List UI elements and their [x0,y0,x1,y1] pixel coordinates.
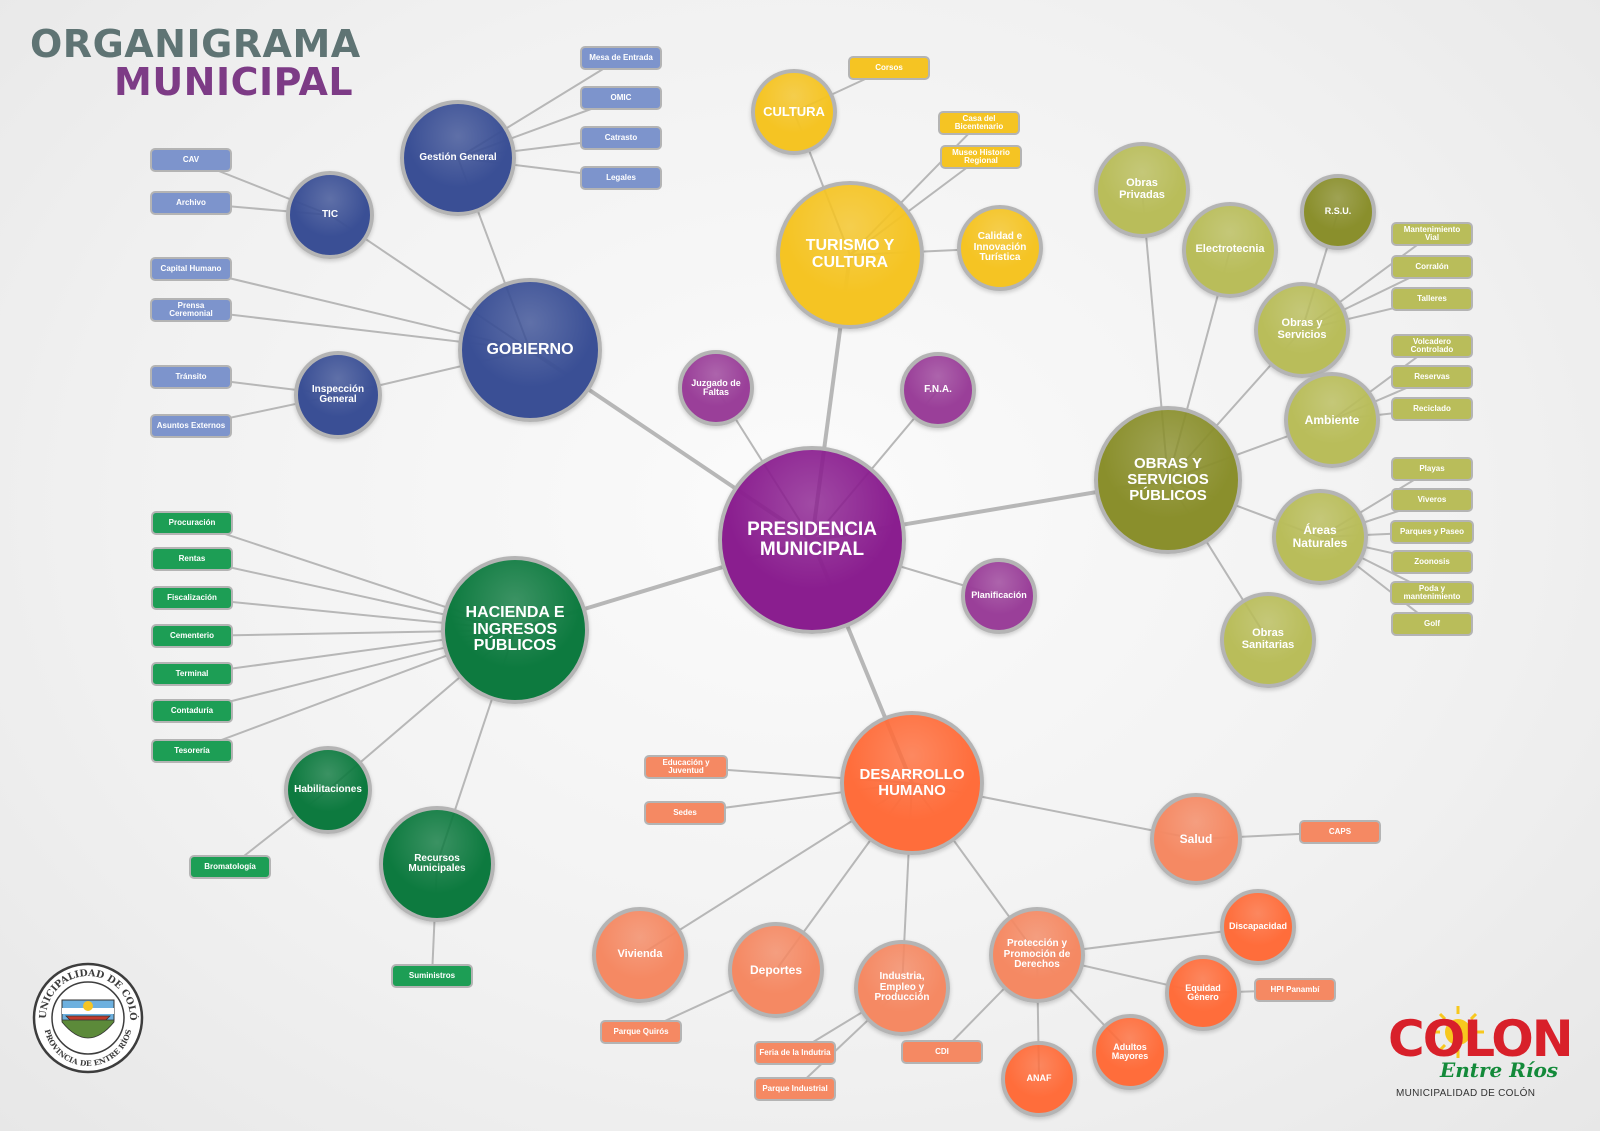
pill-gob-transito: Tránsito [150,365,232,389]
pill-gob-asuntos: Asuntos Externos [150,414,232,438]
pill-hac-tesoreria: Tesorería [151,739,233,763]
pill-hac-fiscalizacion: Fiscalización [151,586,233,610]
pill-gob-legales: Legales [580,166,662,190]
node-electrotecnia: Electrotecnia [1182,202,1278,298]
pill-hac-cementerio: Cementerio [151,624,233,648]
pill-obr-reservas: Reservas [1391,365,1473,389]
node-obras: OBRAS Y SERVICIOS PÚBLICOS [1094,406,1242,554]
pill-obr-zoonosis: Zoonosis [1391,550,1473,574]
pill-hac-bromatologia: Bromatología [189,855,271,879]
pill-gob-cav: CAV [150,148,232,172]
pill-hac-contaduria: Contaduría [151,699,233,723]
logo-brand: COLON [1388,1010,1574,1068]
pill-obr-parques: Parques y Paseo [1390,520,1474,544]
node-turismo-cultura: TURISMO Y CULTURA [776,181,924,329]
pill-obr-golf: Golf [1391,612,1473,636]
node-obras-servicios: Obras y Servicios [1254,282,1350,378]
pill-obr-talleres: Talleres [1391,287,1473,311]
pill-hac-rentas: Rentas [151,547,233,571]
pill-obr-reciclado: Reciclado [1391,397,1473,421]
node-cultura: CULTURA [751,69,837,155]
node-gestion-general: Gestión General [400,100,516,216]
pill-gob-archivo: Archivo [150,191,232,215]
node-habilitaciones: Habilitaciones [284,746,372,834]
node-equidad-genero: Equidad Género [1165,955,1241,1031]
node-areas-naturales: Áreas Naturales [1272,489,1368,585]
pill-des-educacion: Educación y Juventud [644,755,728,779]
node-juzgado-faltas: Juzgado de Faltas [678,350,754,426]
pill-gob-mesa: Mesa de Entrada [580,46,662,70]
node-obras-sanitarias: Obras Sanitarias [1220,592,1316,688]
pill-obr-poda: Poda y mantenimiento [1390,581,1474,605]
municipal-seal-icon: MUNICIPALIDAD DE COLÓN PROVINCIA DE ENTR… [32,962,144,1074]
pill-tur-museo: Museo Historio Regional [940,145,1022,169]
pill-gob-prensa: Prensa Ceremonial [150,298,232,322]
node-tic: TIC [286,171,374,259]
node-industria: Industria, Empleo y Producción [854,940,950,1036]
node-presidencia: PRESIDENCIA MUNICIPAL [718,446,906,634]
pill-hac-terminal: Terminal [151,662,233,686]
pill-des-cdi: CDI [901,1040,983,1064]
pill-tur-corsos: Corsos [848,56,930,80]
node-gobierno: GOBIERNO [458,278,602,422]
node-rsu: R.S.U. [1300,174,1376,250]
sun-icon [1432,1006,1484,1058]
node-inspeccion-general: Inspección General [294,351,382,439]
node-discapacidad: Discapacidad [1220,889,1296,965]
pill-obr-playas: Playas [1391,457,1473,481]
pill-des-sedes: Sedes [644,801,726,825]
pill-des-parque-ind: Parque Industrial [754,1077,836,1101]
logo-subtitle: Entre Ríos [1440,1058,1559,1082]
title-line-1: ORGANIGRAMA [30,22,361,66]
pill-gob-catrasto: Catrasto [580,126,662,150]
pill-hac-procuracion: Procuración [151,511,233,535]
pill-hac-suministros: Suministros [391,964,473,988]
node-planificacion: Planificación [961,558,1037,634]
pill-obr-mant: Mantenimiento Vial [1391,222,1473,246]
pill-obr-volcadero: Volcadero Controlado [1391,334,1473,358]
node-salud: Salud [1150,793,1242,885]
title-line-2: MUNICIPAL [114,60,354,104]
pill-gob-omic: OMIC [580,86,662,110]
pill-des-quiros: Parque Quirós [600,1020,682,1044]
node-recursos-municipales: Recursos Municipales [379,806,495,922]
node-hacienda: HACIENDA E INGRESOS PÚBLICOS [441,556,589,704]
node-anaf: ANAF [1001,1041,1077,1117]
pill-gob-capital: Capital Humano [150,257,232,281]
node-deportes: Deportes [728,922,824,1018]
pill-tur-casa: Casa del Bicentenario [938,111,1020,135]
pill-obr-corralon: Corralón [1391,255,1473,279]
pill-obr-viveros: Viveros [1391,488,1473,512]
node-desarrollo: DESARROLLO HUMANO [840,711,984,855]
pill-des-hpi: HPI Panambí [1254,978,1336,1002]
pill-des-caps: CAPS [1299,820,1381,844]
pill-des-feria: Feria de la Indutria [754,1041,836,1065]
node-vivienda: Vivienda [592,907,688,1003]
node-calidad-innovacion: Calidad e Innovación Turística [957,205,1043,291]
colon-logo: COLON Entre Ríos MUNICIPALIDAD DE COLÓN [1388,1006,1574,1110]
node-adultos-mayores: Adultos Mayores [1092,1014,1168,1090]
node-fna: F.N.A. [900,352,976,428]
node-ambiente: Ambiente [1284,372,1380,468]
node-proteccion: Protección y Promoción de Derechos [989,907,1085,1003]
logo-caption: MUNICIPALIDAD DE COLÓN [1396,1088,1536,1099]
node-obras-privadas: Obras Privadas [1094,142,1190,238]
